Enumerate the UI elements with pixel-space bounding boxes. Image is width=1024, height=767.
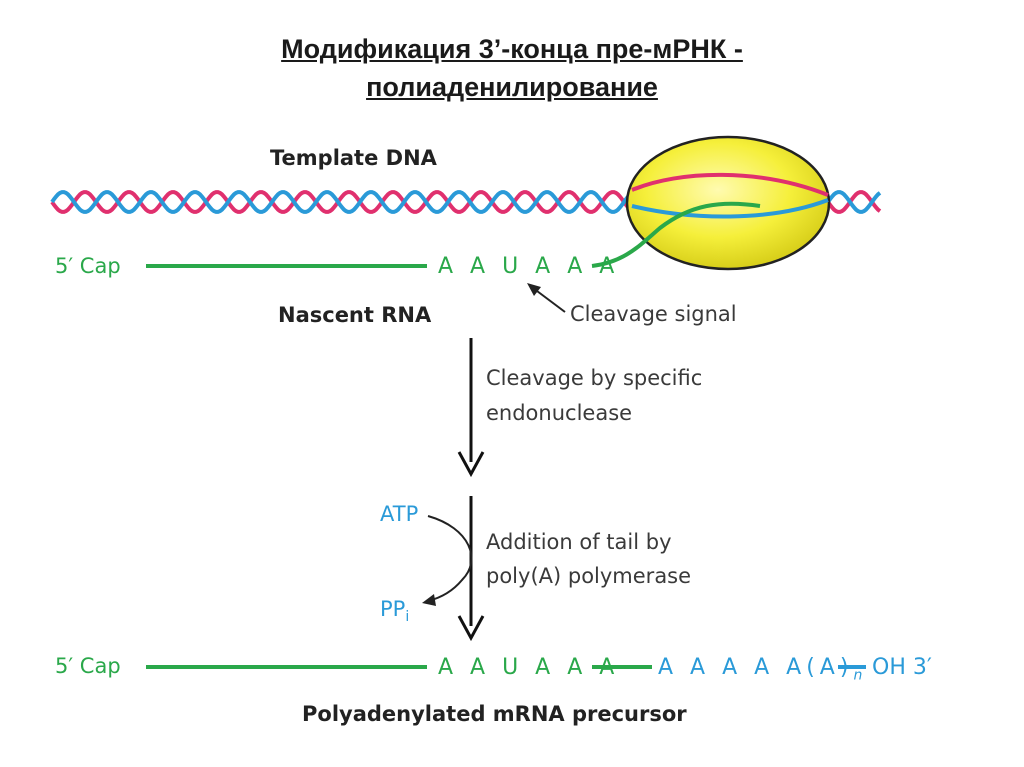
template-dna-label: Template DNA <box>270 146 437 170</box>
step2-text-line1: Addition of tail by <box>486 530 672 554</box>
dna-strand-blue <box>50 190 882 214</box>
nascent-rna-exit-line <box>591 201 761 268</box>
title-line-1: Модификация 3’-конца пре-мРНК - <box>281 34 743 64</box>
product-label: Polyadenylated mRNA precursor <box>302 702 687 726</box>
cap-label-top: 5′ Cap <box>55 254 121 278</box>
step1-arrowhead <box>457 451 485 478</box>
ppi-label: PPi <box>380 597 409 625</box>
polya-tail: A A A A A(A)n <box>658 655 867 683</box>
atp-label: ATP <box>380 502 419 526</box>
atp-ppi-curved-arrow <box>427 515 473 602</box>
ppi-text: PP <box>380 597 406 621</box>
polya-sequence: A A A A A(A) <box>658 655 854 680</box>
cleavage-signal-arrowhead <box>527 283 541 296</box>
title-line-2: полиаденилирование <box>366 72 658 102</box>
nascent-rna-label: Nascent RNA <box>278 303 432 327</box>
step1-text-line2: endonuclease <box>486 401 633 425</box>
cap-label-bottom: 5′ Cap <box>55 654 121 678</box>
slide-title: Модификация 3’-конца пре-мРНК - полиаден… <box>0 30 1024 106</box>
dna-pink-in-polymerase <box>631 172 829 197</box>
step1-text-line1: Cleavage by specific <box>486 366 703 390</box>
dna-blue-in-polymerase <box>631 198 829 219</box>
signal-sequence-top: A A U A A A <box>438 254 620 279</box>
step2-arrowhead <box>457 615 485 642</box>
cleavage-signal-label: Cleavage signal <box>570 302 737 326</box>
ppi-subscript: i <box>405 609 410 626</box>
step2-text-line2: poly(A) polymerase <box>486 564 692 588</box>
cleavage-signal-arrow <box>532 287 566 313</box>
atp-ppi-arrowhead <box>422 594 436 606</box>
signal-sequence-bottom: A A U A A A <box>438 655 620 680</box>
polya-subscript-n: n <box>853 667 868 684</box>
oh-3prime-label: OH 3′ <box>872 655 932 680</box>
